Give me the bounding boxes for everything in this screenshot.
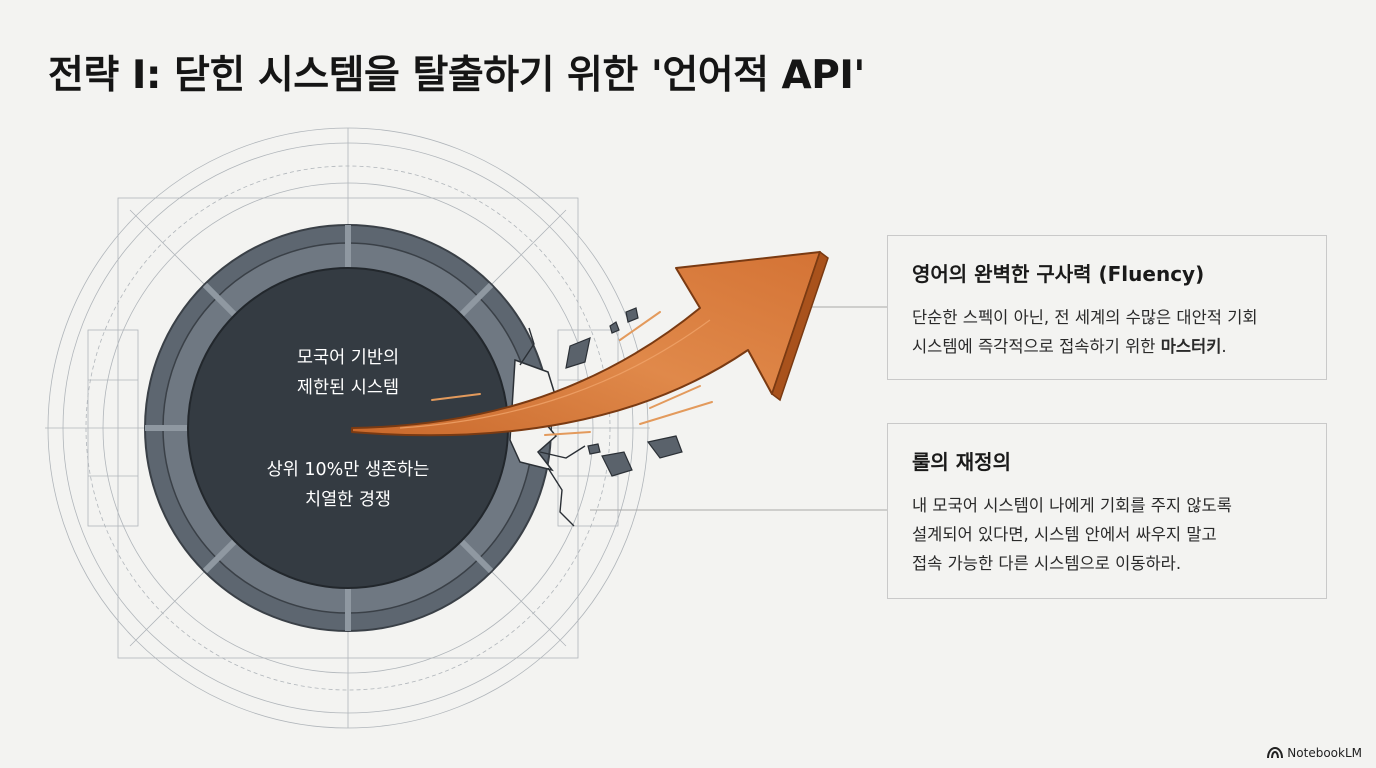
arrow-head-side	[771, 250, 829, 402]
card-fluency-line1: 단순한 스펙이 아닌, 전 세계의 수많은 대안적 기회	[912, 308, 1258, 327]
card-fluency: 영어의 완벽한 구사력 (Fluency) 단순한 스펙이 아닌, 전 세계의 …	[887, 235, 1327, 380]
card-rules-heading: 룰의 재정의	[912, 450, 1011, 474]
page-title: 전략 I: 닫힌 시스템을 탈출하기 위한 '언어적 API'	[48, 53, 865, 98]
cracks	[519, 327, 586, 527]
core-label-competition-line1: 상위 10%만 생존하는	[266, 460, 430, 480]
card-fluency-line2-end: .	[1221, 337, 1227, 356]
card-fluency-line2-text: 시스템에 즉각적으로 접속하기 위한	[912, 337, 1161, 356]
blueprint-lines	[45, 127, 650, 729]
card-fluency-heading: 영어의 완벽한 구사력 (Fluency)	[912, 262, 1205, 286]
connector-lines	[590, 306, 887, 511]
card-fluency-body: 단순한 스펙이 아닌, 전 세계의 수많은 대안적 기회 시스템에 즉각적으로 …	[912, 303, 1302, 361]
brand-label: NotebookLM	[1287, 746, 1362, 760]
core-label-competition: 상위 10%만 생존하는 치열한 경쟁	[218, 455, 478, 515]
core-label-system-line2: 제한된 시스템	[296, 378, 400, 398]
ring-segment-dividers	[145, 225, 551, 631]
core-label-system-line1: 모국어 기반의	[296, 348, 400, 368]
debris	[565, 307, 683, 477]
card-rules-body: 내 모국어 시스템이 나에게 기회를 주지 않도록 설계되어 있다면, 시스템 …	[912, 491, 1302, 578]
card-rules-line1: 내 모국어 시스템이 나에게 기회를 주지 않도록	[912, 496, 1232, 515]
motion-streaks	[431, 311, 713, 436]
card-fluency-masterkey: 마스터키	[1160, 337, 1222, 356]
card-rules: 룰의 재정의 내 모국어 시스템이 나에게 기회를 주지 않도록 설계되어 있다…	[887, 423, 1327, 599]
card-rules-line3: 접속 가능한 다른 시스템으로 이동하라.	[912, 554, 1182, 573]
card-fluency-line2: 시스템에 즉각적으로 접속하기 위한 마스터키.	[912, 332, 1302, 361]
brand-watermark: NotebookLM	[1267, 746, 1362, 760]
notebooklm-logo-icon	[1267, 747, 1284, 759]
core-label-system: 모국어 기반의 제한된 시스템	[218, 343, 478, 403]
core-label-competition-line2: 치열한 경쟁	[304, 490, 392, 510]
card-rules-line2: 설계되어 있다면, 시스템 안에서 싸우지 말고	[912, 525, 1217, 544]
